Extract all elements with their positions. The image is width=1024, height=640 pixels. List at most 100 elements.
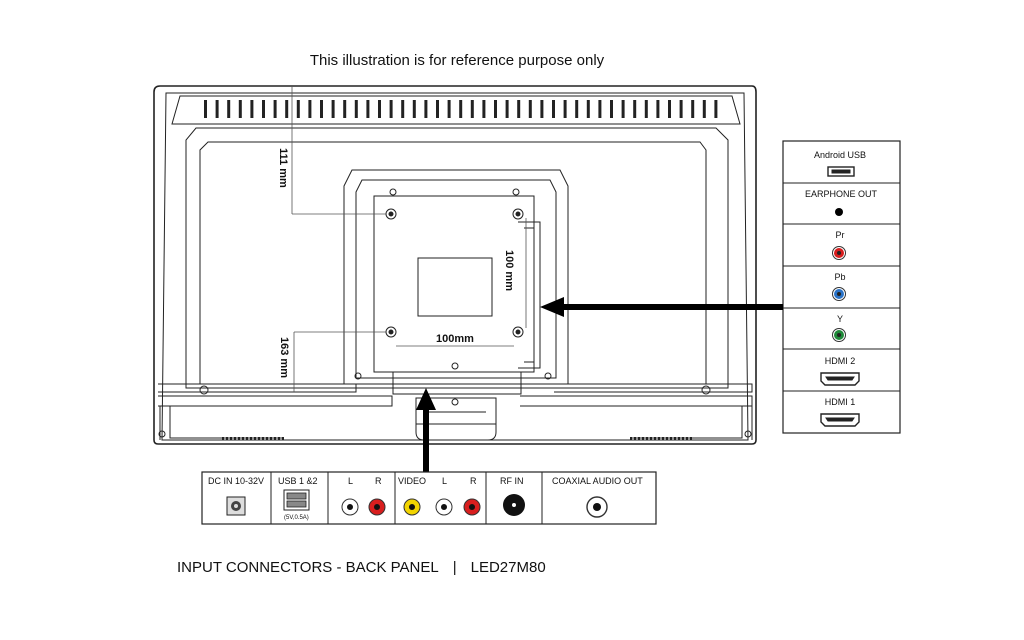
usb-note: (5V,0.5A): [284, 515, 309, 521]
tv-body: [153, 85, 757, 445]
bottom-vent-slot: [678, 437, 680, 440]
bottom-vent-slot: [262, 437, 264, 440]
side-label-hdmi-2: HDMI 2: [825, 356, 856, 366]
dimension-lines: [291, 86, 527, 392]
bottom-vent-slot: [658, 437, 660, 440]
bottom-vent-slot: [666, 437, 668, 440]
vent-slot: [691, 100, 695, 118]
vent-slot: [714, 100, 718, 118]
vent-slot: [517, 100, 521, 118]
video-left-label: L: [442, 476, 447, 486]
bottom-vent-slot: [682, 437, 684, 440]
bottom-vent-slot: [686, 437, 688, 440]
dc-jack-icon: [226, 496, 246, 516]
vent-slot: [598, 100, 602, 118]
bottom-vent-slot: [246, 437, 248, 440]
screw-holes: [158, 188, 752, 438]
bottom-vent-slot: [250, 437, 252, 440]
vent-slot: [702, 100, 706, 118]
bottom-arrow: [416, 388, 436, 474]
vent-slot: [482, 100, 486, 118]
bottom-vent-slot: [270, 437, 272, 440]
vent-slot: [389, 100, 393, 118]
earphone-jack-icon: [835, 208, 843, 216]
vent-slot: [470, 100, 474, 118]
vent-slot: [343, 100, 347, 118]
vent-slot: [320, 100, 323, 118]
coax-connector-icon: [503, 494, 525, 516]
footer-caption: INPUT CONNECTORS - BACK PANEL|LED27M80: [177, 559, 546, 576]
video-label: VIDEO: [398, 476, 426, 486]
usb-port-icon: [827, 166, 855, 177]
bottom-vent-slot: [670, 437, 672, 440]
vent-slot: [238, 100, 242, 118]
side-label-android-usb: Android USB: [814, 150, 866, 160]
bottom-vent-slot: [650, 437, 652, 440]
vent-slot: [563, 100, 567, 118]
audio-right-jack-icon: [368, 498, 386, 516]
vent-slot: [656, 100, 660, 118]
vent-slot: [586, 100, 590, 118]
vent-slots: [204, 100, 718, 118]
rca-jack-icon: [832, 287, 846, 301]
vent-slot: [366, 100, 370, 118]
bottom-vent-slot: [690, 437, 692, 440]
bottom-vent-slot: [274, 437, 276, 440]
bottom-vent-slot: [674, 437, 676, 440]
vent-slot: [621, 100, 625, 118]
hdmi-port-icon: [820, 413, 860, 427]
dim-bottom-offset: 163 mm: [278, 337, 290, 378]
bottom-vent-slot: [282, 437, 284, 440]
bottom-vent-slot: [654, 437, 656, 440]
vent-slot: [354, 100, 358, 118]
bottom-vent-slot: [222, 437, 224, 440]
bottom-vent-slot: [258, 437, 260, 440]
bottom-vent-slot: [662, 437, 664, 440]
bottom-vent-slot: [234, 437, 236, 440]
bottom-vent-slot: [254, 437, 256, 440]
side-label-hdmi-1: HDMI 1: [825, 397, 856, 407]
bottom-vent-slot: [630, 437, 632, 440]
bottom-connector-panel: DC IN 10-32V USB 1 &2 (5V,0.5A) L R VIDE…: [201, 471, 657, 525]
vent-slot: [552, 100, 555, 118]
side-label-y: Y: [837, 314, 843, 324]
coaxial-label: COAXIAL AUDIO OUT: [552, 476, 643, 486]
dc-in-label: DC IN 10-32V: [208, 476, 264, 486]
footer-caption-text: INPUT CONNECTORS - BACK PANEL: [177, 559, 439, 576]
bottom-vent-slot: [242, 437, 244, 440]
hdmi-port-icon: [820, 372, 860, 386]
bottom-vent-slot: [226, 437, 228, 440]
bottom-vents: [222, 437, 692, 440]
audio-left-jack-icon: [341, 498, 359, 516]
video-right-jack-icon: [463, 498, 481, 516]
bottom-vent-slot: [278, 437, 280, 440]
vent-slot: [610, 100, 613, 118]
side-connector-panel: Android USB EARPHONE OUT Pr Pb Y HDMI 2 …: [782, 140, 901, 434]
side-arrow: [540, 297, 783, 317]
audio-left-label: L: [348, 476, 353, 486]
vent-slot: [378, 100, 381, 118]
side-label-pr: Pr: [836, 230, 845, 240]
bottom-vent-slot: [238, 437, 240, 440]
vent-slot: [447, 100, 451, 118]
vent-slot: [459, 100, 463, 118]
video-left-jack-icon: [435, 498, 453, 516]
vent-slot: [505, 100, 509, 118]
vent-slot: [331, 100, 335, 118]
video-right-label: R: [470, 476, 477, 486]
side-label-earphone-out: EARPHONE OUT: [805, 189, 878, 199]
rf-in-label: RF IN: [500, 476, 524, 486]
dim-vesa-vertical: 100 mm: [503, 250, 515, 291]
vent-slot: [633, 100, 637, 118]
dim-top-offset: 111 mm: [277, 148, 289, 188]
vent-slot: [668, 100, 671, 118]
audio-right-label: R: [375, 476, 382, 486]
vent-slot: [494, 100, 497, 118]
vent-slot: [273, 100, 277, 118]
vent-slot: [262, 100, 265, 118]
vent-slot: [296, 100, 300, 118]
bottom-vent-slot: [646, 437, 648, 440]
bottom-vent-slot: [638, 437, 640, 440]
vent-slot: [412, 100, 416, 118]
